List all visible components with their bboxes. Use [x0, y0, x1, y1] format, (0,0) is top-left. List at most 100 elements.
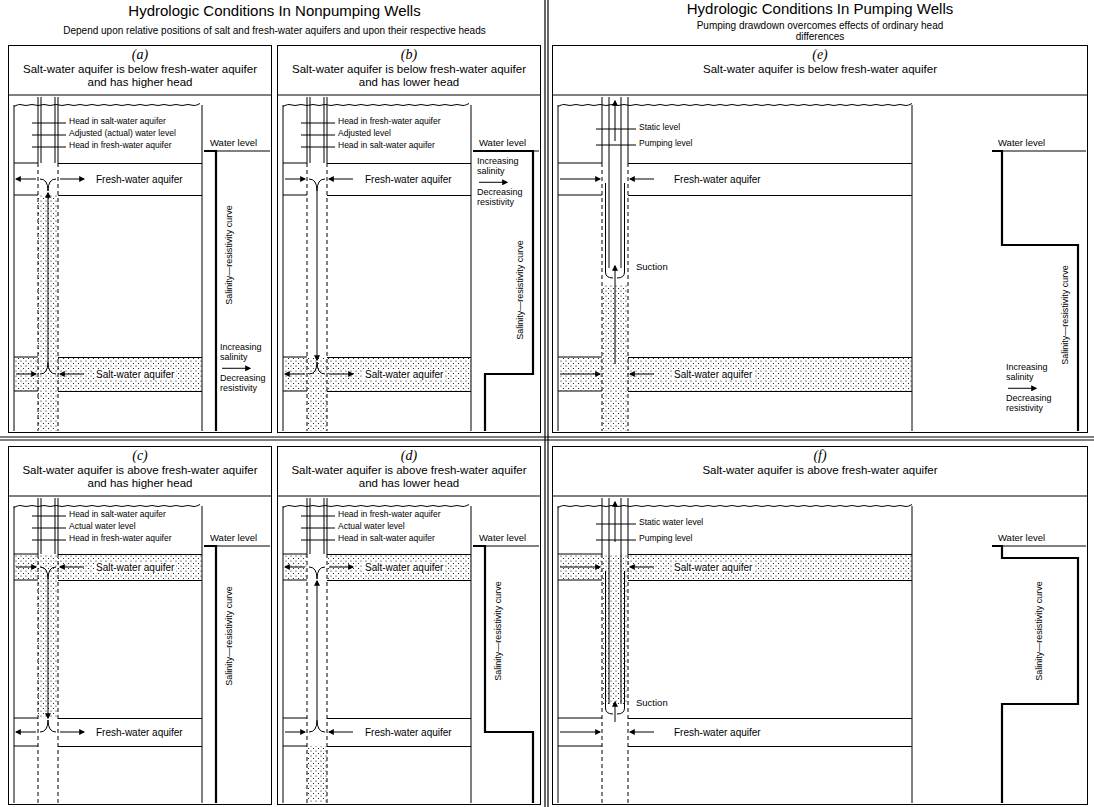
well-casing — [55, 498, 56, 554]
ground-edge — [558, 105, 559, 431]
resistivity-note: Decreasing resistivity — [220, 374, 268, 394]
salt-stipple — [307, 357, 327, 431]
aquifer-boundary — [558, 554, 602, 555]
ground-surface — [14, 104, 200, 107]
aquifer-boundary — [283, 163, 307, 164]
flow-arrow — [630, 374, 654, 375]
aquifer-band: Fresh-water aquifer — [58, 718, 202, 747]
flow-curve — [48, 179, 56, 191]
panel-box: (b)Salt-water aquifer is below fresh-wat… — [277, 45, 541, 433]
aquifer-boundary — [283, 746, 307, 747]
curve-label: Salinity—resistivity curve — [225, 205, 235, 305]
flow-arrow — [329, 732, 353, 733]
flow-curve — [317, 567, 325, 579]
aquifer-boundary — [14, 163, 38, 164]
ground-edge — [202, 506, 203, 803]
salt-stipple — [284, 555, 307, 580]
salt-stipple — [58, 358, 202, 391]
ground-surface — [558, 505, 912, 508]
flow-arrow — [329, 374, 353, 375]
well-casing — [307, 498, 308, 554]
aquifer-name: Fresh-water aquifer — [94, 174, 185, 185]
salinity-arrow — [479, 182, 507, 183]
aquifer-boundary — [558, 718, 602, 719]
flow-curve — [48, 567, 56, 579]
salt-stipple — [15, 555, 38, 580]
open-hole — [38, 554, 39, 803]
flow-arrow — [16, 374, 36, 375]
salinity-arrow — [1008, 388, 1036, 389]
aquifer-boundary — [283, 554, 307, 555]
flow-curve — [309, 720, 317, 732]
panel-heading: Salt-water aquifer is above fresh-water … — [285, 464, 533, 490]
flow-curve — [309, 362, 317, 374]
head-label: Static level — [639, 123, 680, 132]
open-hole — [602, 163, 603, 431]
open-hole — [602, 554, 603, 803]
aquifer-name: Fresh-water aquifer — [94, 727, 185, 738]
salt-stipple — [38, 554, 58, 718]
flow-curve — [48, 362, 56, 374]
suction-label: Suction — [636, 262, 668, 272]
flow-arrow — [285, 179, 305, 180]
flow-arrow — [560, 374, 600, 375]
section-divider — [0, 439, 1094, 440]
flow-curve — [40, 720, 48, 732]
ground-edge — [558, 506, 559, 803]
water-level-line — [992, 151, 1086, 152]
flow-arrow — [630, 732, 654, 733]
level-tick — [301, 540, 335, 541]
level-tick — [596, 524, 636, 525]
flow-curve — [317, 720, 325, 732]
salt-stipple — [628, 358, 912, 391]
flow-curve — [48, 720, 56, 732]
water-level-label: Water level — [210, 533, 257, 543]
well-casing — [41, 97, 42, 163]
well-casing — [58, 498, 59, 554]
aquifer-band: Fresh-water aquifer — [628, 718, 912, 747]
aquifer-name: Fresh-water aquifer — [672, 727, 763, 738]
aquifer-boundary — [283, 718, 307, 719]
aquifer-boundary — [558, 163, 602, 164]
well-casing — [310, 97, 311, 163]
pump-pipe — [621, 498, 622, 704]
aquifer-boundary — [558, 746, 602, 747]
level-tick — [32, 528, 66, 529]
panel-heading: Salt-water aquifer is below fresh-water … — [16, 63, 264, 89]
salinity-note: Increasing salinity — [220, 343, 268, 363]
aquifer-name: Salt-water aquifer — [363, 369, 445, 380]
well-flow-arrow — [317, 581, 318, 720]
aquifer-band: Salt-water aquifer — [58, 357, 202, 392]
flow-arrow — [560, 732, 600, 733]
well-casing — [307, 97, 308, 163]
ground-surface — [558, 104, 912, 107]
aquifer-name: Salt-water aquifer — [363, 562, 445, 573]
panel-letter: (d) — [278, 448, 540, 464]
curve-label: Salinity—resistivity curve — [1061, 265, 1071, 365]
flow-curve — [317, 362, 325, 374]
head-label: Head in salt-water aquifer — [338, 141, 435, 150]
section-subtitle: Depend upon relative positions of salt a… — [8, 25, 541, 36]
aquifer-name: Salt-water aquifer — [94, 562, 176, 573]
level-tick — [596, 129, 636, 130]
head-label: Head in salt-water aquifer — [338, 534, 435, 543]
level-tick — [301, 135, 335, 136]
open-hole — [307, 163, 308, 431]
aquifer-band: Salt-water aquifer — [327, 357, 471, 392]
flow-curve — [309, 567, 317, 579]
head-label: Head in fresh-water aquifer — [338, 510, 441, 519]
head-label: Actual water level — [338, 522, 405, 531]
ground-surface — [283, 505, 469, 508]
flow-arrow — [329, 179, 353, 180]
aquifer-name: Fresh-water aquifer — [363, 174, 454, 185]
open-hole — [307, 554, 308, 803]
well-casing — [58, 97, 59, 163]
head-label: Pumping level — [639, 534, 692, 543]
curve-label: Salinity—resistivity curve — [1035, 581, 1045, 681]
aquifer-name: Salt-water aquifer — [672, 562, 754, 573]
well-casing — [38, 498, 39, 554]
salt-stipple — [15, 358, 38, 391]
well-casing — [41, 498, 42, 554]
header-rule — [8, 496, 272, 497]
pump-pipe — [621, 97, 622, 268]
